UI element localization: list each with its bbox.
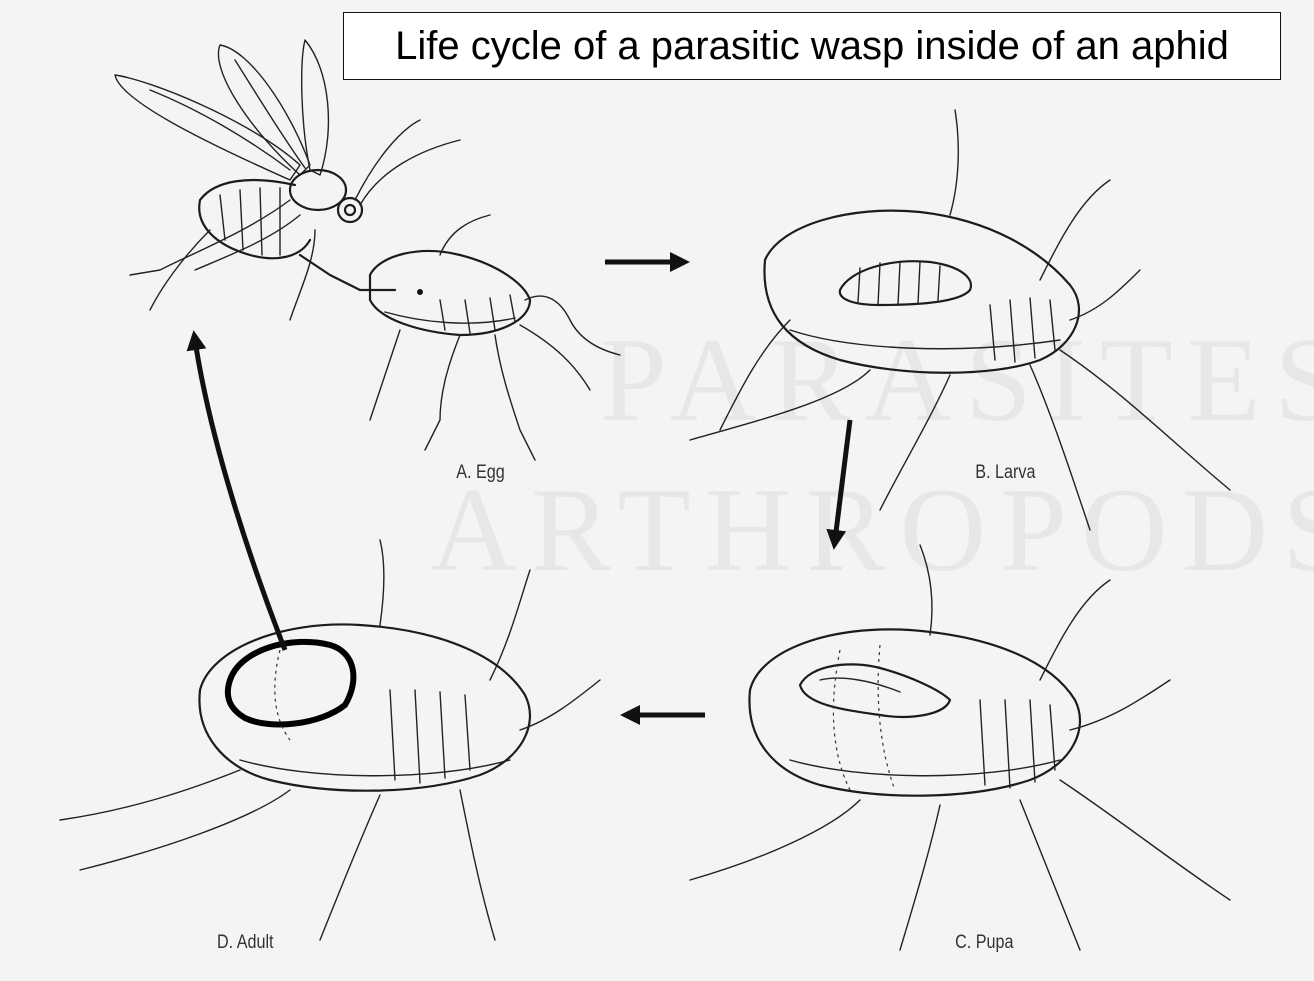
label-larva: B. Larva xyxy=(975,462,1035,484)
watermark-line-1: PARASITES OF xyxy=(600,313,1314,446)
adult-stage-illustration xyxy=(60,540,600,940)
label-egg: A. Egg xyxy=(456,462,504,484)
label-adult: D. Adult xyxy=(217,932,274,954)
label-pupa: C. Pupa xyxy=(955,932,1013,954)
diagram-title: Life cycle of a parasitic wasp inside of… xyxy=(395,24,1229,69)
arrow-adult-to-egg xyxy=(195,340,285,650)
wasp-body xyxy=(130,120,460,320)
aphid-egg-stage xyxy=(370,215,620,460)
egg-stage-illustration xyxy=(115,40,620,460)
emergence-hole xyxy=(228,642,354,725)
pupa-stage-illustration xyxy=(690,545,1230,950)
wasp-pupa xyxy=(800,664,950,717)
watermark-line-2: ARTHROPODS xyxy=(430,463,1314,596)
title-box: Life cycle of a parasitic wasp inside of… xyxy=(343,12,1281,80)
wasp-wings xyxy=(115,40,328,180)
